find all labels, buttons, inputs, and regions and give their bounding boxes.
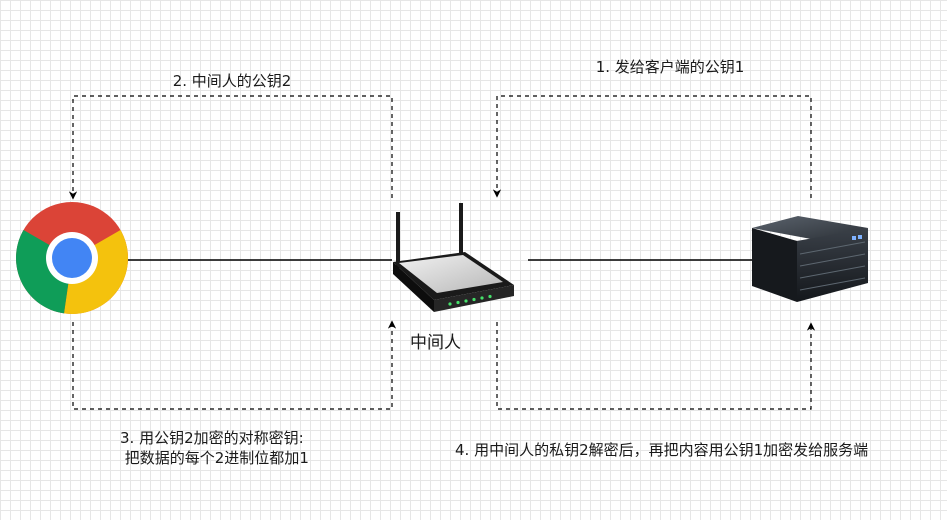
- flow-step1-arrow: [492, 95, 812, 198]
- step1-label: 1. 发给客户端的公钥1: [595, 58, 745, 76]
- rack-server-icon: [752, 216, 868, 302]
- mitm-label: 中间人: [410, 333, 461, 353]
- flow-step3-arrow: [72, 320, 397, 410]
- flow-step4-arrow: [496, 322, 816, 410]
- flow-step2-arrow: [68, 95, 393, 200]
- wireless-router-icon: [393, 203, 514, 312]
- step4-label: 4. 用中间人的私钥2解密后，再把内容用公钥1加密发给服务端: [455, 441, 869, 459]
- chrome-browser-icon: [16, 202, 128, 314]
- step2-label: 2. 中间人的公钥2: [172, 72, 292, 90]
- step3-label: 3. 用公钥2加密的对称密钥: 把数据的每个2进制位都加1: [120, 429, 309, 467]
